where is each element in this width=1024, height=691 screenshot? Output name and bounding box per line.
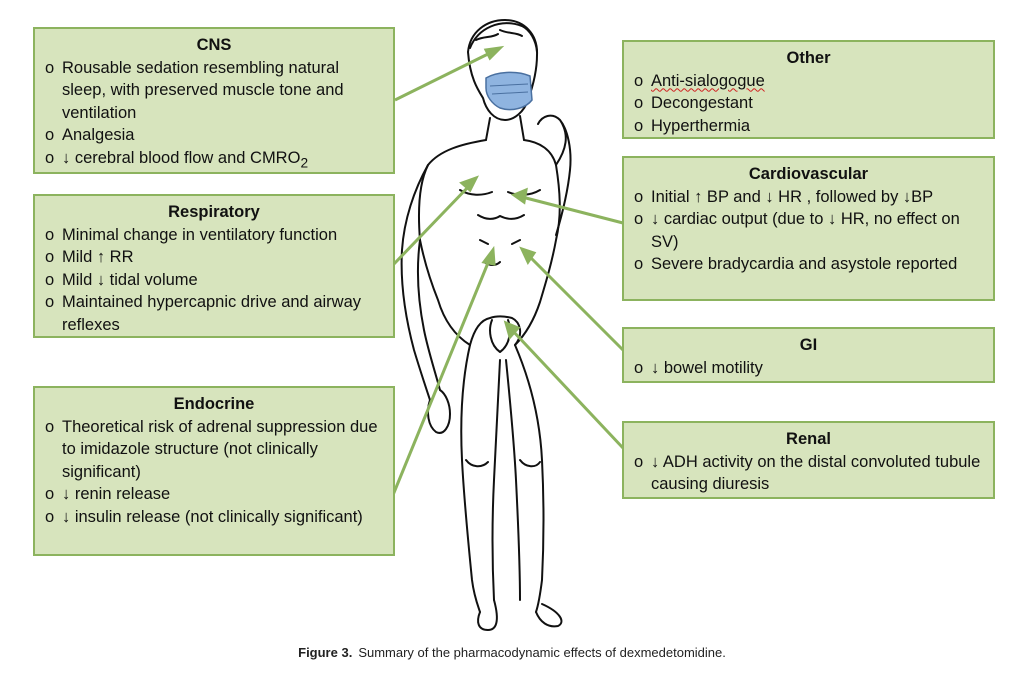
cardiovascular-box: Cardiovascular Initial ↑ BP and ↓ HR , f… — [622, 156, 995, 301]
left-arm — [400, 164, 431, 401]
arrowhead-cardiovascular — [510, 187, 528, 205]
renal-title: Renal — [786, 430, 831, 448]
arrowhead-gi — [519, 246, 537, 266]
gi-box: GI ↓ bowel motility — [622, 327, 995, 383]
cardiovascular-title: Cardiovascular — [748, 165, 869, 183]
hips — [469, 315, 522, 346]
endocrine-list: Theoretical risk of adrenal suppression … — [45, 416, 383, 529]
list-item: Rousable sedation resembling natural sle… — [45, 57, 383, 125]
gi-list: ↓ bowel motility — [634, 357, 983, 380]
list-item: ↓ cardiac output (due to ↓ HR, no effect… — [634, 208, 983, 253]
list-item: Severe bradycardia and asystole reported — [634, 253, 983, 276]
gi-title: GI — [799, 336, 818, 354]
cardiovascular-list: Initial ↑ BP and ↓ HR , followed by ↓BP … — [634, 186, 983, 276]
cns-title: CNS — [196, 36, 232, 54]
arrow-renal — [510, 328, 625, 450]
list-item: Theoretical risk of adrenal suppression … — [45, 416, 383, 484]
torso-right — [514, 139, 561, 346]
arrowhead-renal — [503, 320, 521, 341]
hair — [469, 22, 538, 53]
torso-left — [417, 139, 487, 346]
list-item: Mild ↑ RR — [45, 246, 383, 269]
left-leg-inner — [491, 359, 501, 601]
face-mask — [485, 71, 533, 111]
list-item: Hyperthermia — [634, 115, 983, 138]
list-item: Mild ↓ tidal volume — [45, 269, 383, 292]
cns-item3-text: ↓ cerebral blood flow and CMRO — [62, 148, 301, 167]
list-item: ↓ renin release — [45, 483, 383, 506]
cns-list: Rousable sedation resembling natural sle… — [45, 57, 383, 175]
arrow-respiratory — [391, 183, 472, 267]
abdomen-lines — [477, 214, 525, 266]
anti-sialogogue-text: Anti-sialogogue — [651, 71, 765, 90]
respiratory-title: Respiratory — [168, 203, 260, 221]
arrowhead-cns — [483, 45, 505, 61]
arrow-gi — [526, 253, 625, 352]
arrowhead-respiratory — [459, 175, 480, 193]
right-leg-inner — [505, 359, 521, 601]
cns-item3-subscript: 2 — [300, 154, 309, 170]
left-foot — [477, 599, 498, 631]
list-item: Minimal change in ventilatory function — [45, 224, 383, 247]
cns-box: CNS Rousable sedation resembling natural… — [33, 27, 395, 174]
caption-text: Summary of the pharmacodynamic effects o… — [358, 645, 726, 660]
list-item: ↓ cerebral blood flow and CMRO2 — [45, 147, 383, 175]
endocrine-box: Endocrine Theoretical risk of adrenal su… — [33, 386, 395, 556]
other-list: Anti-sialogogue Decongestant Hyperthermi… — [634, 70, 983, 138]
arrowhead-endocrine — [481, 245, 496, 266]
list-item: Decongestant — [634, 92, 983, 115]
arrow-cardiovascular — [521, 195, 624, 225]
right-foot — [535, 603, 563, 628]
list-item: Maintained hypercapnic drive and airway … — [45, 291, 383, 336]
other-title: Other — [786, 49, 831, 67]
neck — [485, 115, 525, 141]
right-leg — [514, 344, 545, 613]
arrow-cns — [394, 50, 493, 102]
respiratory-list: Minimal change in ventilatory function M… — [45, 224, 383, 337]
list-item: Analgesia — [45, 124, 383, 147]
figure-caption: Figure 3. Summary of the pharmacodynamic … — [0, 645, 1024, 660]
knees — [465, 459, 541, 468]
list-item: Initial ↑ BP and ↓ HR , followed by ↓BP — [634, 186, 983, 209]
respiratory-box: Respiratory Minimal change in ventilator… — [33, 194, 395, 338]
left-arm-inner — [416, 239, 441, 391]
other-box: Other Anti-sialogogue Decongestant Hyper… — [622, 40, 995, 139]
renal-box: Renal ↓ ADH activity on the distal convo… — [622, 421, 995, 499]
chest-line — [459, 189, 541, 196]
list-item: Anti-sialogogue — [634, 70, 983, 93]
left-leg — [460, 344, 481, 613]
list-item: ↓ bowel motility — [634, 357, 983, 380]
list-item: ↓ ADH activity on the distal convoluted … — [634, 451, 983, 496]
left-hand — [427, 389, 451, 434]
mask-folds — [489, 83, 529, 95]
caption-label: Figure 3. — [298, 645, 353, 660]
list-item: ↓ insulin release (not clinically signif… — [45, 506, 383, 529]
raised-arm — [537, 114, 572, 236]
renal-list: ↓ ADH activity on the distal convoluted … — [634, 451, 983, 496]
arrow-endocrine — [391, 257, 492, 496]
endocrine-title: Endocrine — [173, 395, 255, 413]
